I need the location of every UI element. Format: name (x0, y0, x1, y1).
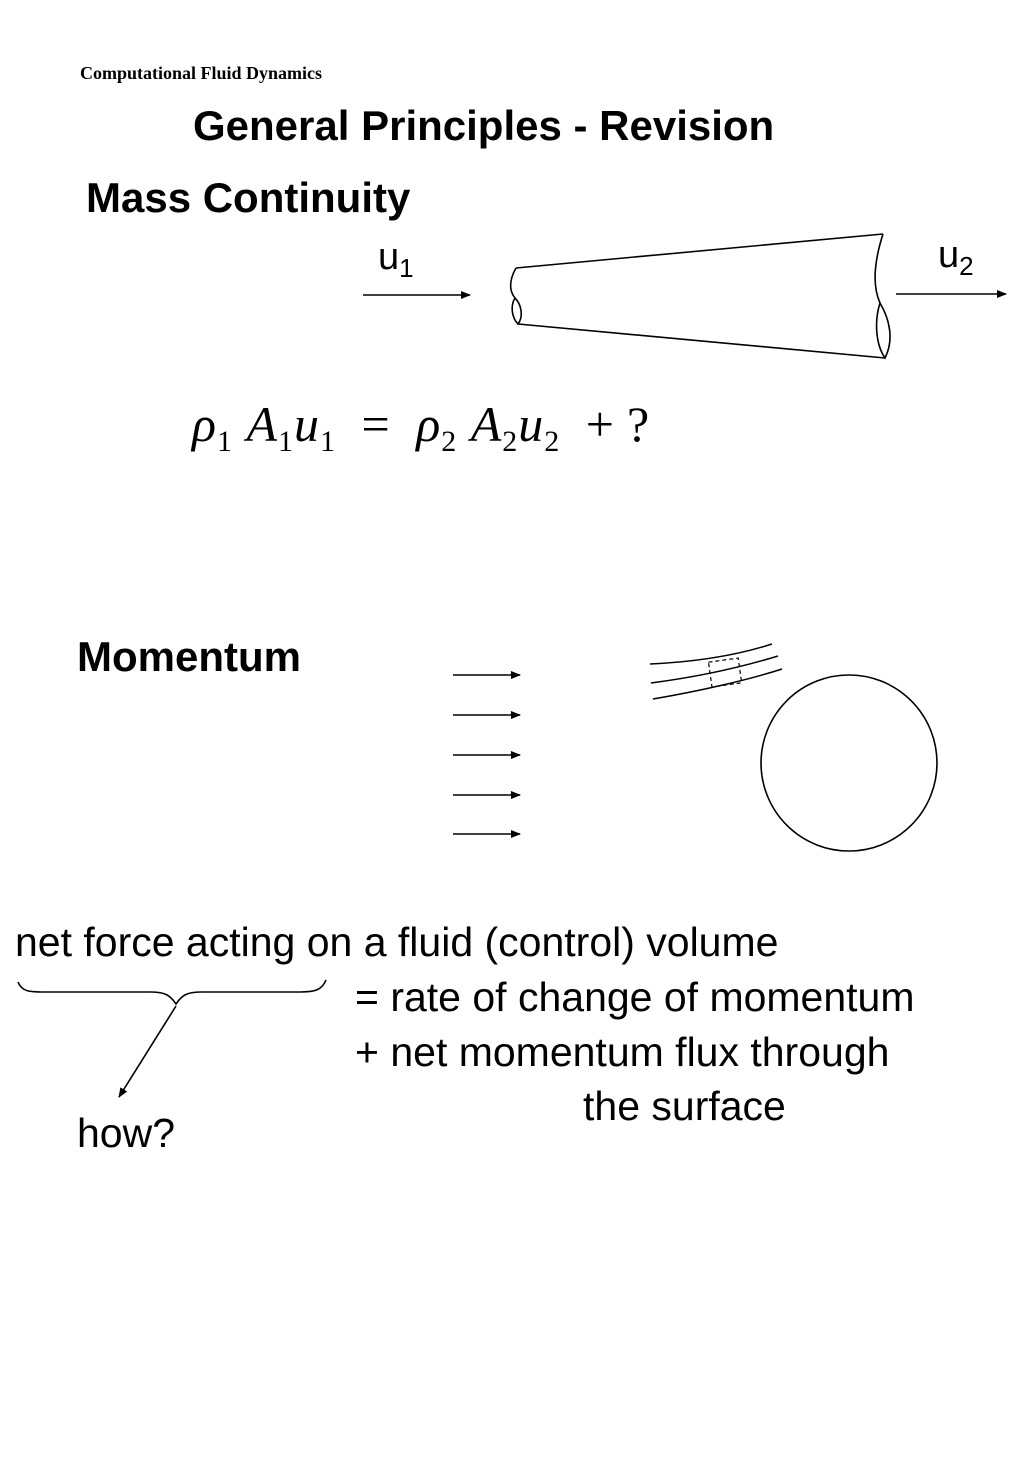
underbrace (17, 979, 327, 1006)
inlet-velocity-label: u1 (378, 236, 414, 283)
outlet-velocity-label: u2 (938, 234, 974, 281)
momentum-statement-line3: + net momentum flux through (355, 1029, 890, 1075)
uniform-flow-arrows (453, 671, 521, 838)
mass-continuity-equation: ρ1 A1u1 = ρ2 A2u2 +? (192, 396, 651, 458)
how-pointer-arrow (118, 1005, 177, 1098)
momentum-statement-line4: the surface (583, 1083, 786, 1129)
diverging-duct (509, 233, 891, 360)
streamlines (649, 643, 783, 700)
cylinder-body (760, 674, 938, 852)
momentum-heading: Momentum (77, 633, 301, 680)
control-volume-element (707, 657, 743, 688)
mass-continuity-heading: Mass Continuity (86, 174, 411, 221)
how-annotation: how? (77, 1110, 176, 1156)
momentum-statement-line2: = rate of change of momentum (355, 974, 915, 1020)
page-title: General Principles - Revision (193, 102, 775, 149)
momentum-statement-line1: net force acting on a fluid (control) vo… (15, 919, 779, 965)
course-header: Computational Fluid Dynamics (80, 63, 323, 83)
